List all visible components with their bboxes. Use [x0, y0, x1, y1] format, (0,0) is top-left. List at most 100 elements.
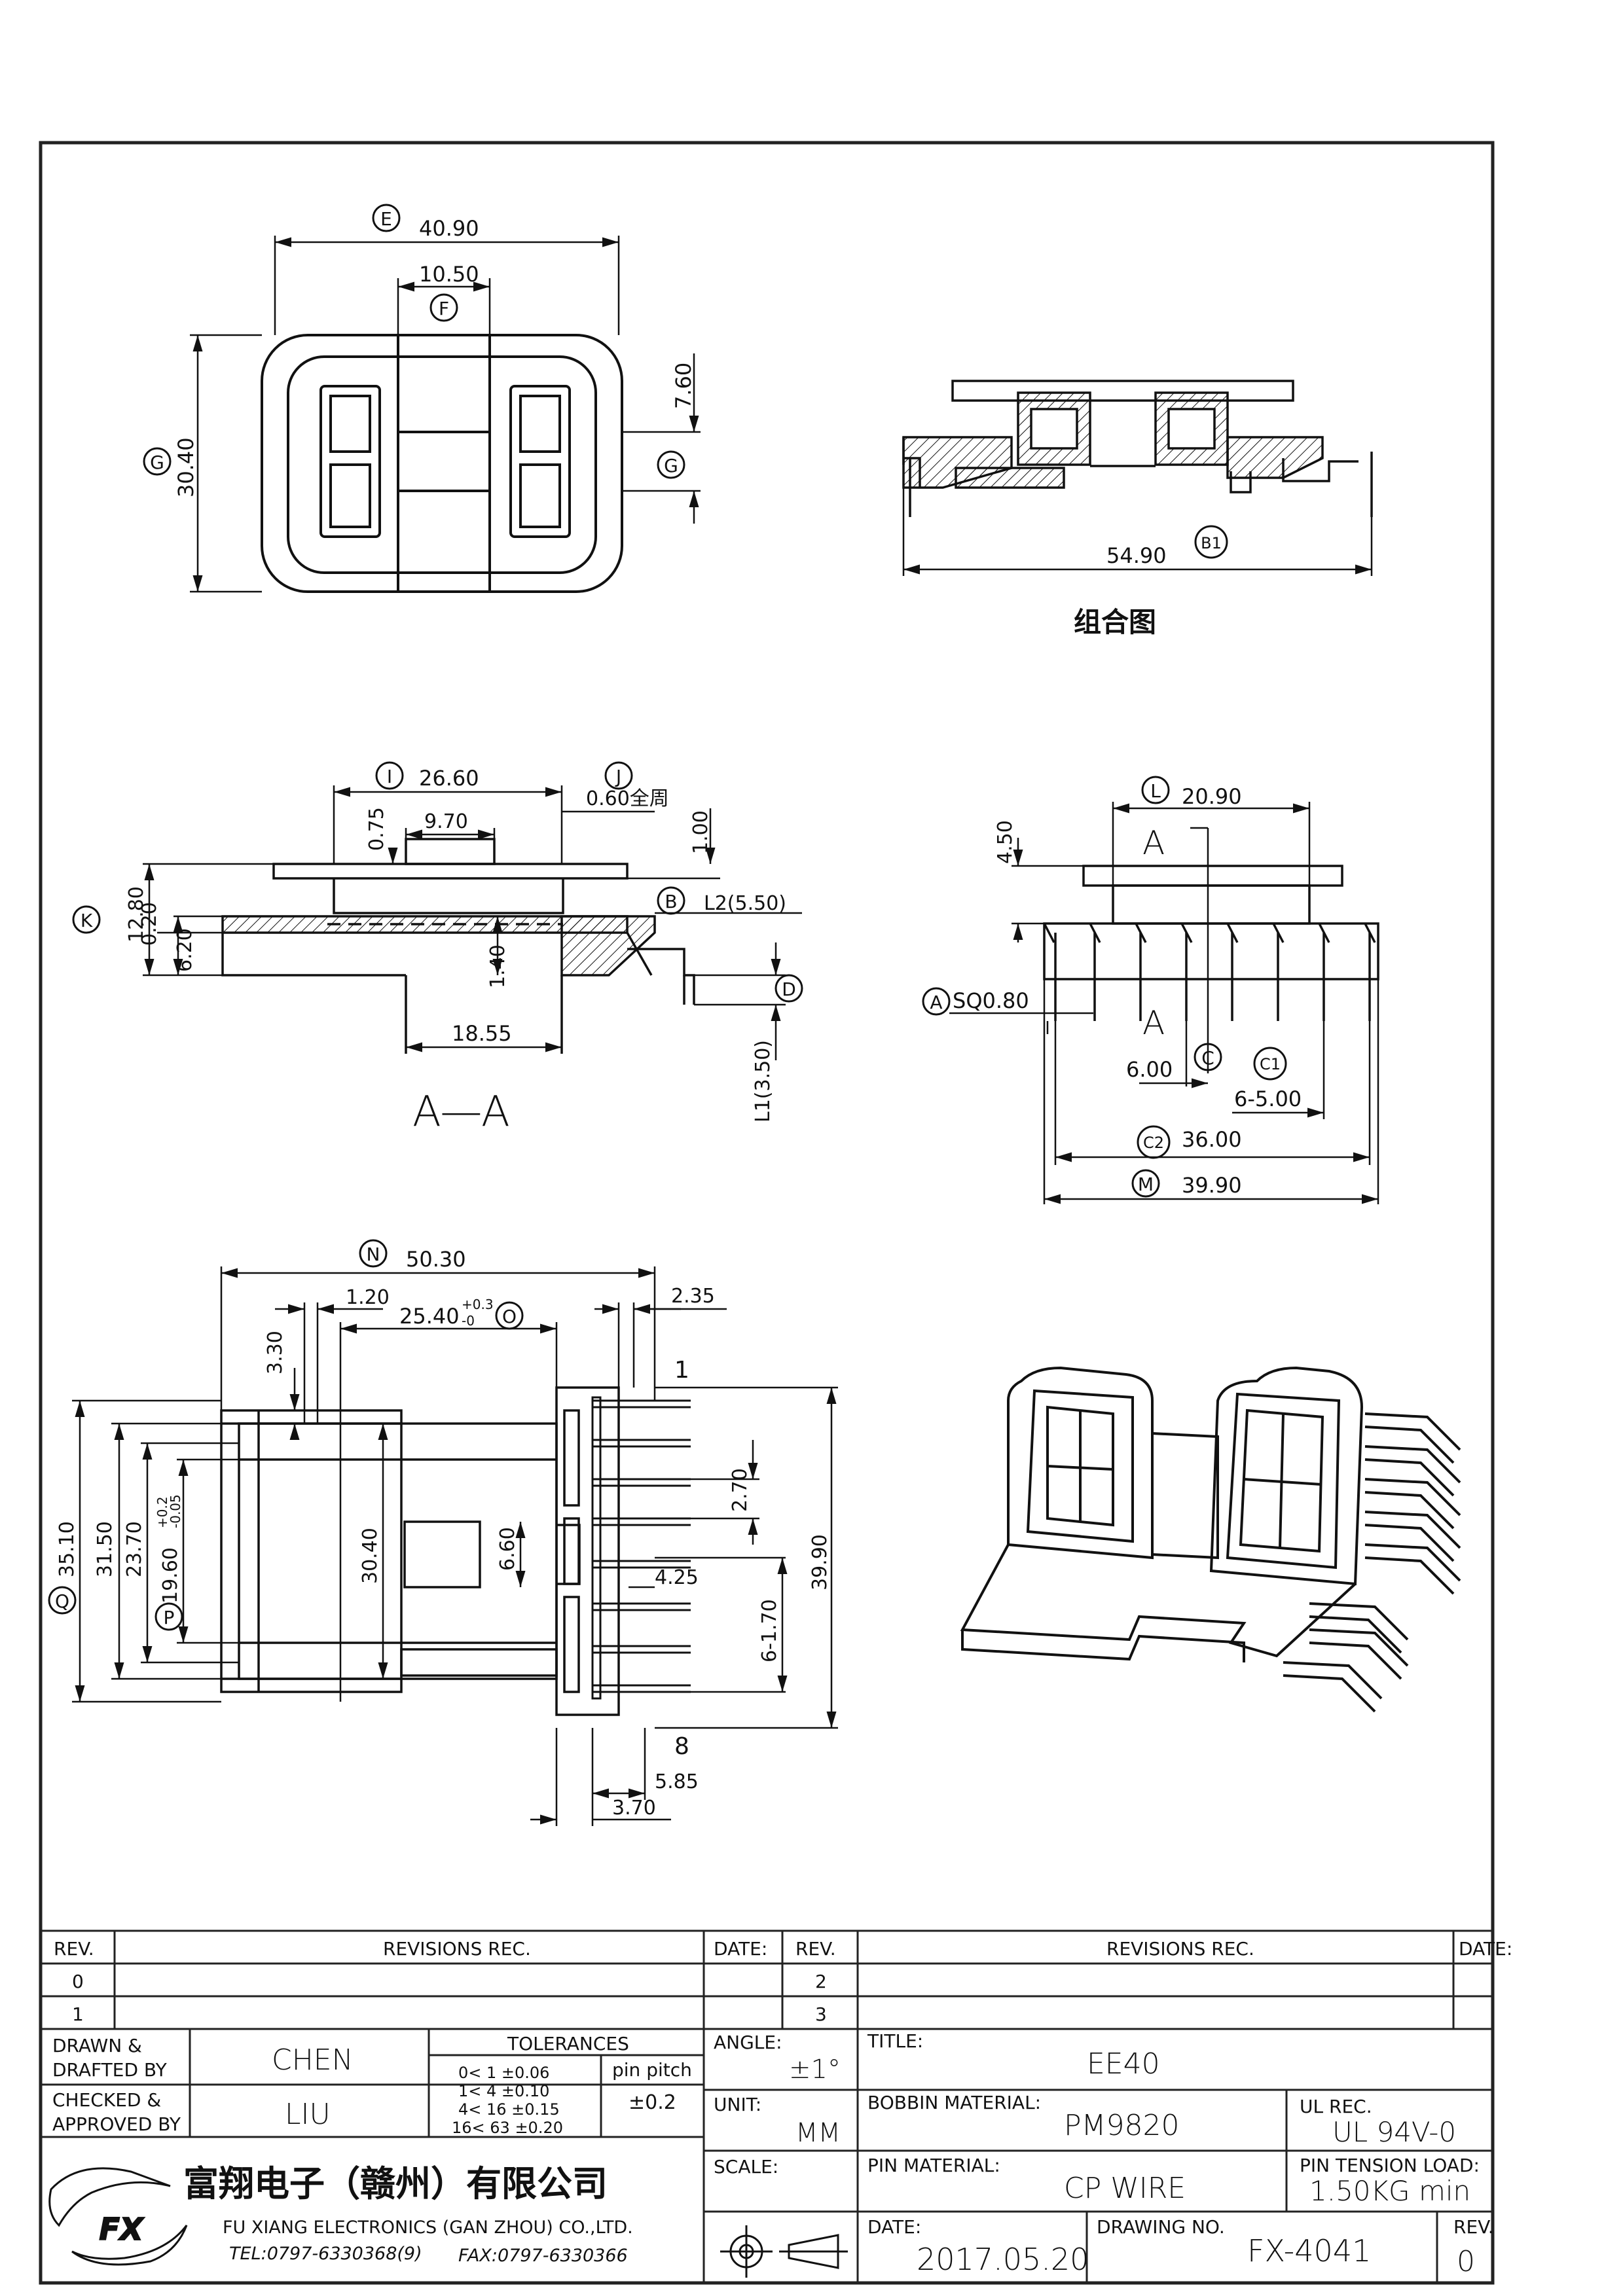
dim-e-value: 40.90	[419, 216, 479, 241]
pin-pitch-value: ±0.2	[629, 2091, 676, 2114]
dim-o-value: 25.40	[399, 1304, 460, 1329]
revisions-header-left: REVISIONS REC.	[383, 1938, 531, 1960]
rev-row-1: 1	[72, 2003, 84, 2025]
dim-450-value: 4.50	[994, 820, 1017, 864]
pin-tension-value: 1.50KG min	[1309, 2175, 1470, 2207]
dim-425-value: 4.25	[655, 1566, 699, 1589]
rev-row-0: 0	[72, 1971, 84, 1992]
dim-b1-value: 54.90	[1106, 543, 1167, 568]
svg-text:N: N	[367, 1244, 380, 1265]
top-view-dims	[190, 236, 701, 593]
assembly-dims	[902, 488, 1373, 576]
dim-970-value: 9.70	[424, 810, 468, 833]
dim-140-value: 1.40	[486, 944, 509, 988]
dim-a-value: SQ0.80	[953, 988, 1029, 1013]
balloon-c1: C1	[1253, 1047, 1287, 1081]
rev-row-2: 2	[815, 1971, 827, 1992]
company-name-cn: 富翔电子（赣州）有限公司	[183, 2163, 608, 2204]
balloon-n: N	[359, 1239, 388, 1268]
dim-3150-value: 31.50	[94, 1521, 117, 1577]
dim-g-height-value: 30.40	[173, 437, 198, 497]
ul-label: UL REC.	[1300, 2096, 1372, 2117]
bobbin-value: PM9820	[1064, 2109, 1179, 2142]
dim-o-tol-up: +0.3	[462, 1297, 494, 1312]
tolerance-row-3: 4< 16 ±0.15	[458, 2100, 560, 2119]
balloon-d: D	[775, 974, 803, 1003]
dim-600-value: 6.00	[1126, 1057, 1173, 1082]
dim-3040-bottom-value: 30.40	[359, 1528, 382, 1584]
dim-100-value: 1.00	[689, 810, 712, 854]
bobbin-label: BOBBIN MATERIAL:	[867, 2092, 1041, 2113]
dim-l-value: 20.90	[1182, 784, 1242, 809]
drawing-no-label: DRAWING NO.	[1097, 2216, 1225, 2238]
checked-value: LIU	[285, 2098, 331, 2131]
tolerance-row-4: 16< 63 ±0.20	[452, 2119, 563, 2137]
dim-p-tol-dn: -0.05	[168, 1494, 183, 1528]
section-mark-bottom: A	[1142, 1004, 1165, 1042]
pin-last-label: 8	[674, 1733, 689, 1760]
assembly-caption: 组合图	[1074, 606, 1156, 638]
dim-3990-bottom-value: 39.90	[809, 1534, 831, 1590]
dim-2370-value: 23.70	[123, 1521, 146, 1577]
pin-pitch-label: pin pitch	[612, 2059, 692, 2081]
dim-6x170-value: 6-1.70	[758, 1599, 781, 1662]
dim-l1-value: L1(3.50)	[752, 1040, 775, 1122]
company-logo: FX	[48, 2167, 188, 2266]
assembly-view	[902, 380, 1373, 517]
dim-q-value: 35.10	[56, 1521, 79, 1577]
svg-text:M: M	[1138, 1174, 1154, 1195]
pin-material-value: CP WIRE	[1064, 2172, 1186, 2205]
side-pins	[1054, 933, 1371, 1021]
dim-c2-value: 36.00	[1182, 1127, 1242, 1152]
dim-620-value: 6.20	[173, 928, 196, 972]
isometric-view	[960, 1366, 1364, 1662]
balloon-b: B	[657, 886, 685, 915]
svg-text:K: K	[81, 910, 93, 931]
checked-label-2: APPROVED BY	[52, 2113, 181, 2135]
section-view	[221, 838, 695, 1054]
balloon-i: I	[375, 761, 404, 790]
dim-o-tol-dn: -0	[462, 1313, 475, 1329]
pin-material-label: PIN MATERIAL:	[867, 2155, 1000, 2176]
pin-tension-label: PIN TENSION LOAD:	[1300, 2155, 1480, 2176]
dim-p-value: 19.60	[159, 1547, 182, 1604]
dim-120-value: 1.20	[346, 1286, 390, 1309]
tolerance-row-2: 1< 4 ±0.10	[458, 2082, 549, 2100]
ul-value: UL 94V-0	[1332, 2116, 1456, 2148]
svg-text:P: P	[164, 1607, 175, 1628]
svg-text:Q: Q	[55, 1590, 69, 1612]
dim-c1-value: 6-5.00	[1234, 1086, 1302, 1111]
drawn-label-2: DRAFTED BY	[52, 2059, 168, 2081]
title-label: TITLE:	[867, 2030, 923, 2052]
balloon-k: K	[72, 905, 101, 934]
svg-text:C: C	[1201, 1047, 1214, 1069]
dim-020-value: 0.20	[138, 902, 161, 946]
dim-235-value: 2.35	[671, 1285, 715, 1308]
dim-j-value: 0.60全周	[586, 787, 669, 810]
unit-label: UNIT:	[714, 2094, 761, 2115]
side-dims	[949, 802, 1379, 1204]
date-header-left: DATE:	[714, 1938, 767, 1960]
svg-text:B1: B1	[1201, 534, 1222, 552]
svg-text:D: D	[782, 978, 796, 1000]
section-dims	[143, 785, 802, 1060]
tolerances-label: TOLERANCES	[507, 2033, 629, 2054]
svg-text:O: O	[502, 1306, 517, 1327]
dim-f-value: 10.50	[419, 262, 479, 287]
svg-text:C1: C1	[1260, 1055, 1281, 1073]
angle-label: ANGLE:	[714, 2032, 782, 2053]
balloon-p: P	[155, 1602, 183, 1631]
drawing-no-value: FX-4041	[1247, 2233, 1371, 2269]
date-label: DATE:	[867, 2216, 921, 2238]
balloon-f: F	[429, 293, 458, 322]
balloon-q: Q	[48, 1586, 77, 1615]
rev-row-3: 3	[815, 2003, 827, 2025]
svg-text:J: J	[615, 766, 621, 787]
dim-m-value: 39.90	[1182, 1173, 1242, 1198]
company-name-en: FU XIANG ELECTRONICS (GAN ZHOU) CO.,LTD.	[223, 2217, 633, 2238]
svg-text:B: B	[665, 891, 677, 912]
checked-label-1: CHECKED &	[52, 2089, 161, 2111]
bottom-pins	[591, 1396, 691, 1700]
isometric-pins	[1283, 1412, 1461, 1713]
